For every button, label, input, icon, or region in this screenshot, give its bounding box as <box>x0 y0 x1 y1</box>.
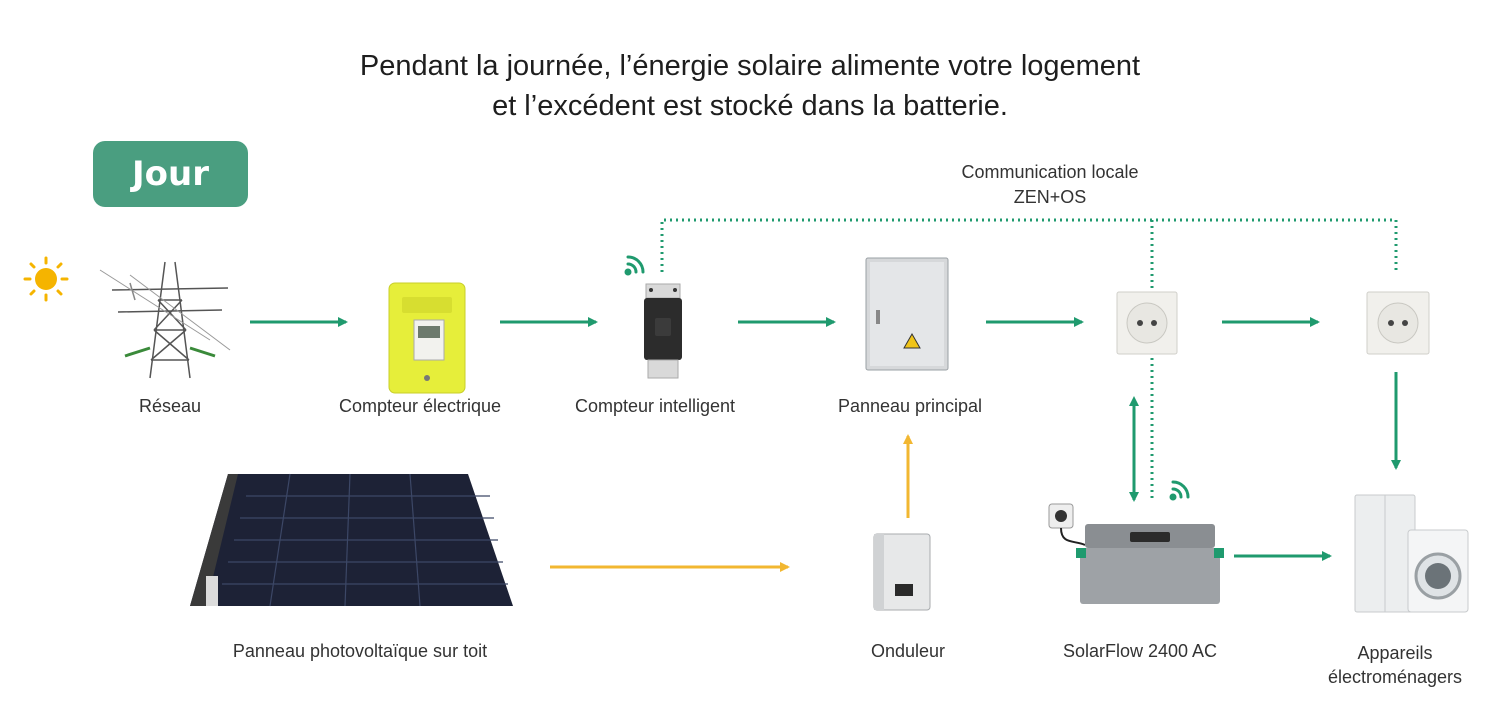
label-appliances-line-1: Appareils <box>1357 643 1433 663</box>
smart-meter-image <box>644 283 682 379</box>
label-grid: Réseau <box>138 396 202 416</box>
label-electric-meter: Compteur électrique <box>338 396 502 416</box>
label-inverter: Onduleur <box>870 641 946 661</box>
main-panel-image <box>865 257 949 371</box>
heading-line-1: Pendant la journée, l’énergie solaire al… <box>359 50 1141 82</box>
day-badge: Jour <box>93 141 248 207</box>
electric-meter-image <box>388 282 466 394</box>
wifi-icon <box>624 255 645 276</box>
communication-dotted-line <box>660 218 1398 500</box>
wall-socket-image <box>1116 291 1178 355</box>
label-rooftop-pv: Panneau photovoltaïque sur toit <box>232 641 488 661</box>
power-pylon-image <box>99 261 231 379</box>
label-appliances-line-2: électroménagers <box>1327 667 1463 687</box>
solarflow-battery-image <box>1048 503 1224 604</box>
heading: Pendant la journée, l’énergie solaire al… <box>0 46 1500 126</box>
wall-socket-image <box>1366 291 1430 355</box>
wifi-icon <box>1169 480 1190 501</box>
heading-line-2: et l’excédent est stocké dans la batteri… <box>492 90 1008 122</box>
communication-line-1: Communication locale <box>961 162 1139 182</box>
label-smart-meter: Compteur intelligent <box>574 396 736 416</box>
label-appliances: Appareils électroménagers <box>1310 641 1480 689</box>
inverter-image <box>873 533 931 611</box>
sun-icon <box>23 256 69 302</box>
label-main-panel: Panneau principal <box>837 396 983 416</box>
label-solarflow: SolarFlow 2400 AC <box>1062 641 1218 661</box>
communication-line-2: ZEN+OS <box>1013 187 1087 207</box>
communication-label: Communication locale ZEN+OS <box>900 160 1200 210</box>
rooftop-pv-image <box>190 473 513 607</box>
appliances-image <box>1354 494 1469 613</box>
